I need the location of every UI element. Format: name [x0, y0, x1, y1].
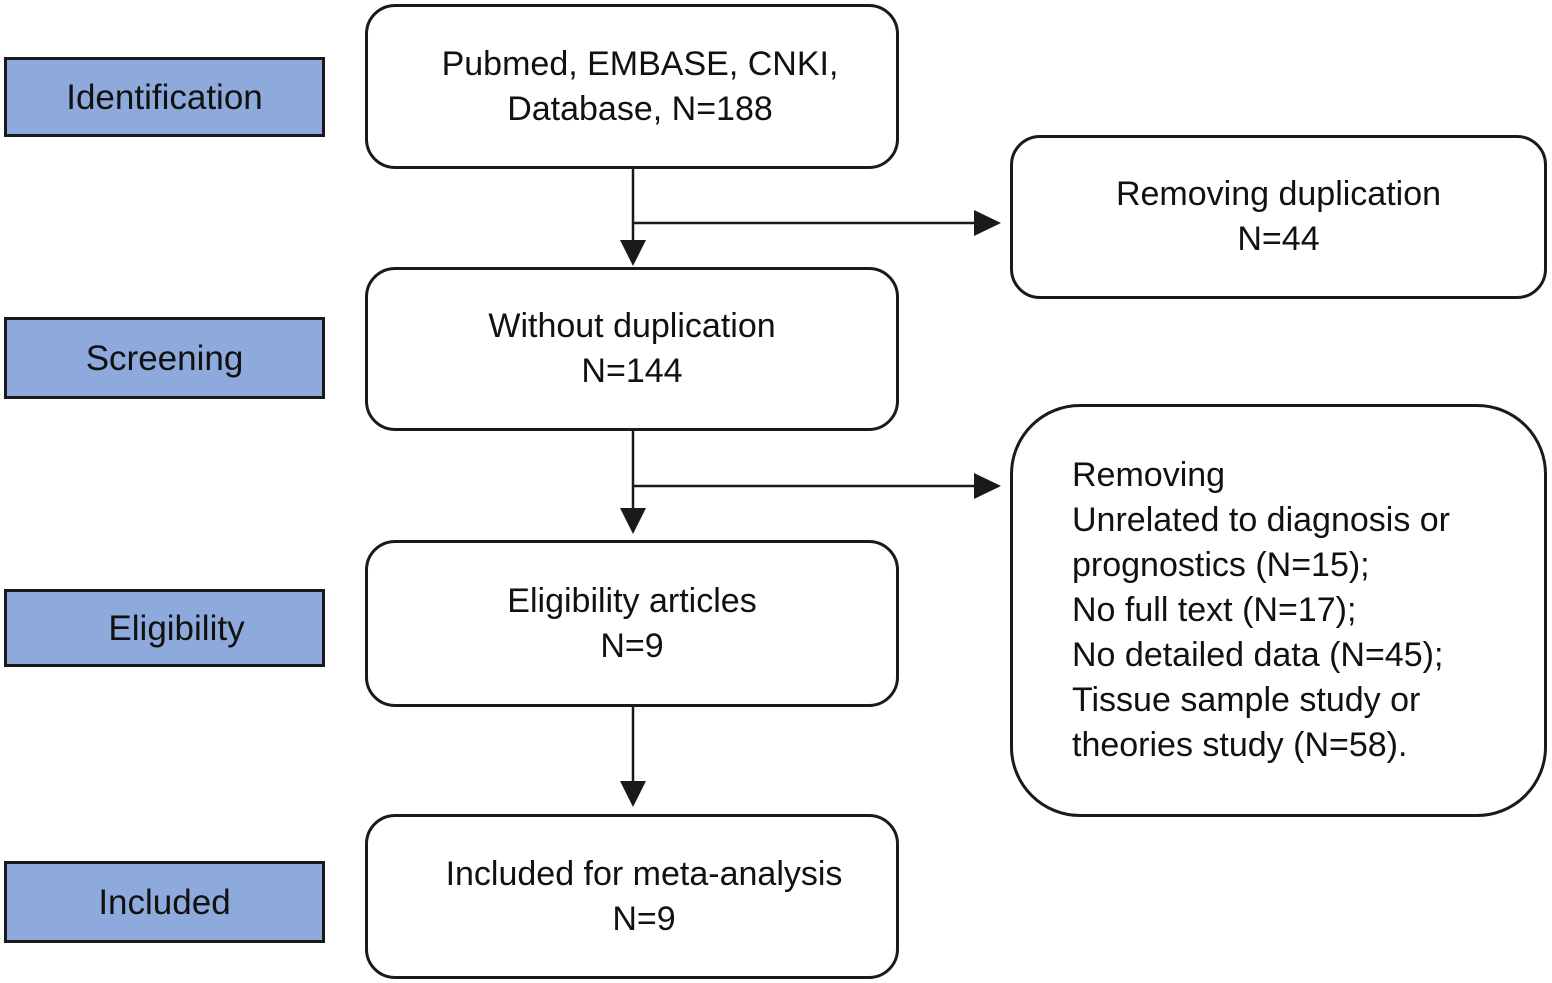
arrowhead — [620, 508, 646, 534]
exclusion-reason: prognostics (N=15); — [1072, 546, 1370, 584]
stage-included-label: Included — [98, 882, 231, 922]
arrowhead — [620, 781, 646, 807]
exclusion-reason: No detailed data (N=45); — [1072, 636, 1444, 674]
records-identified-sources: Pubmed, EMBASE, CNKI, — [441, 44, 839, 83]
included-box: Included for meta-analysis N=9 — [365, 814, 899, 979]
exclusion-reason: Unrelated to diagnosis or — [1072, 501, 1451, 539]
eligibility-articles-box: Eligibility articles N=9 — [365, 540, 899, 707]
without-duplication-label: Without duplication — [488, 307, 776, 345]
exclusion-reason: Tissue sample study or — [1072, 681, 1421, 719]
stage-eligibility-label: Eligibility — [108, 608, 245, 648]
included-count: N=9 — [612, 899, 676, 938]
exclusion-reason: theories study (N=58). — [1072, 726, 1408, 764]
exclusion-heading: Removing — [1072, 456, 1226, 494]
exclusions-box: Removing Unrelated to diagnosis or progn… — [1010, 404, 1547, 817]
stage-eligibility: Eligibility — [4, 589, 325, 667]
eligibility-articles-count: N=9 — [600, 626, 664, 665]
stage-screening-label: Screening — [85, 338, 244, 378]
stage-screening: Screening — [4, 317, 325, 399]
records-identified-box: Pubmed, EMBASE, CNKI, Database, N=188 — [365, 4, 899, 169]
arrowhead — [974, 210, 1001, 236]
removing-duplication-label: Removing duplication — [1115, 175, 1442, 213]
arrowhead — [620, 240, 646, 266]
removing-duplication-count: N=44 — [1237, 220, 1320, 258]
stage-identification: Identification — [4, 57, 325, 137]
exclusion-reason: No full text (N=17); — [1072, 591, 1357, 629]
removing-duplication-box: Removing duplication N=44 — [1010, 135, 1547, 299]
included-label: Included for meta-analysis — [445, 854, 843, 893]
eligibility-articles-label: Eligibility articles — [507, 581, 757, 620]
stage-included: Included — [4, 861, 325, 943]
records-identified-count: Database, N=188 — [507, 89, 773, 128]
stage-identification-label: Identification — [66, 77, 263, 117]
without-duplication-box: Without duplication N=144 — [365, 267, 899, 431]
arrowhead — [974, 473, 1001, 499]
without-duplication-count: N=144 — [581, 352, 683, 390]
